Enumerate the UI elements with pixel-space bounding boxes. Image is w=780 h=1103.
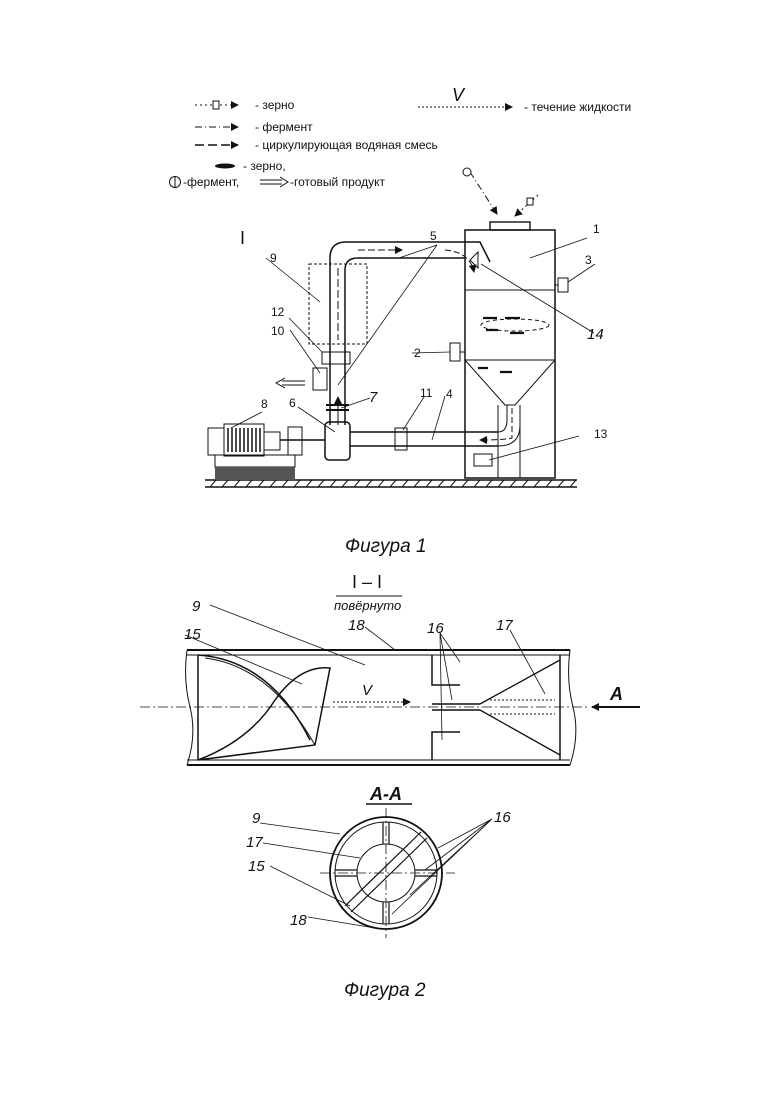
legend-grain-symbol <box>213 101 219 109</box>
label-13: 13 <box>594 427 608 441</box>
blade-16-top <box>432 655 460 685</box>
view-arrow-label: A <box>609 684 623 704</box>
label-1: 1 <box>593 222 600 236</box>
fig2-label-16: 16 <box>427 620 444 637</box>
legend-flow-symbol: V <box>452 85 466 105</box>
coupling <box>288 427 302 455</box>
fig2-label-9: 9 <box>192 598 201 615</box>
figure-2: I – I повёрнуто V A 9 15 <box>140 572 640 1001</box>
legend-grain-dot <box>215 164 235 169</box>
motor-end <box>208 428 224 455</box>
liquid-marks <box>478 318 524 372</box>
label-3: 3 <box>585 253 592 267</box>
legend-flow: - течение жидкости <box>524 100 631 114</box>
label-4: 4 <box>446 387 453 401</box>
motor-plinth <box>215 467 295 480</box>
figure-1-caption: Фигура 1 <box>345 536 427 557</box>
flow-label: V <box>362 682 374 699</box>
label-2: 2 <box>414 346 421 360</box>
label-12: 12 <box>271 305 285 319</box>
view-label-16: 16 <box>494 809 511 826</box>
floor-hatch <box>210 480 576 487</box>
figure-1: 1 2 3 4 5 6 7 8 9 10 11 12 13 14 I Фигур… <box>205 168 608 557</box>
label-5: 5 <box>430 229 437 243</box>
legend-enzyme-product: -фермент, <box>183 175 239 189</box>
valve-2 <box>450 343 460 361</box>
legend-enzyme: - фермент <box>255 120 313 134</box>
view-label-18: 18 <box>290 912 307 929</box>
legend-water: - циркулирующая водяная смесь <box>255 138 438 152</box>
circulation-ellipse <box>481 319 549 331</box>
label-7: 7 <box>369 389 378 406</box>
label-9: 9 <box>270 251 277 265</box>
valve-3 <box>558 278 568 292</box>
component-12 <box>322 352 350 364</box>
section-mark: I <box>240 228 245 248</box>
label-11: 11 <box>420 386 433 400</box>
enzyme-feed-icon <box>463 168 471 176</box>
legend-product-arrow <box>280 177 288 187</box>
cone-17 <box>480 660 560 755</box>
blade-16-bottom <box>432 732 460 760</box>
view-label-9: 9 <box>252 810 261 827</box>
blades-16-cross <box>335 822 437 924</box>
fig2-label-17: 17 <box>496 617 513 634</box>
section-title: I – I <box>352 572 382 592</box>
legend-grain2: - зерно, <box>243 159 286 173</box>
label-10: 10 <box>271 324 285 338</box>
legend-grain: - зерно <box>255 98 295 112</box>
legend: - зерно - фермент - циркулирующая водяна… <box>170 85 632 189</box>
enzyme-feed-arrow <box>470 172 497 214</box>
twisted-insert-15 <box>198 655 310 740</box>
section-sub: повёрнуто <box>334 598 401 613</box>
pipe-break-left <box>186 650 193 765</box>
component-10 <box>313 368 327 390</box>
label-14: 14 <box>587 326 604 343</box>
fig2-label-18: 18 <box>348 617 365 634</box>
tank-lid <box>490 222 530 230</box>
view-label-17: 17 <box>246 834 263 851</box>
motor-base <box>215 455 295 467</box>
return-pipe-outer <box>330 242 490 425</box>
pipe-break-right <box>569 650 576 765</box>
product-out-arrow <box>276 378 285 388</box>
label-6: 6 <box>289 396 296 410</box>
view-label-15: 15 <box>248 858 265 875</box>
view-title: A-A <box>369 784 402 804</box>
fig2-label-15: 15 <box>184 626 201 643</box>
legend-product: -готовый продукт <box>290 175 386 189</box>
figure-2-caption: Фигура 2 <box>344 980 426 1001</box>
label-8: 8 <box>261 397 268 411</box>
